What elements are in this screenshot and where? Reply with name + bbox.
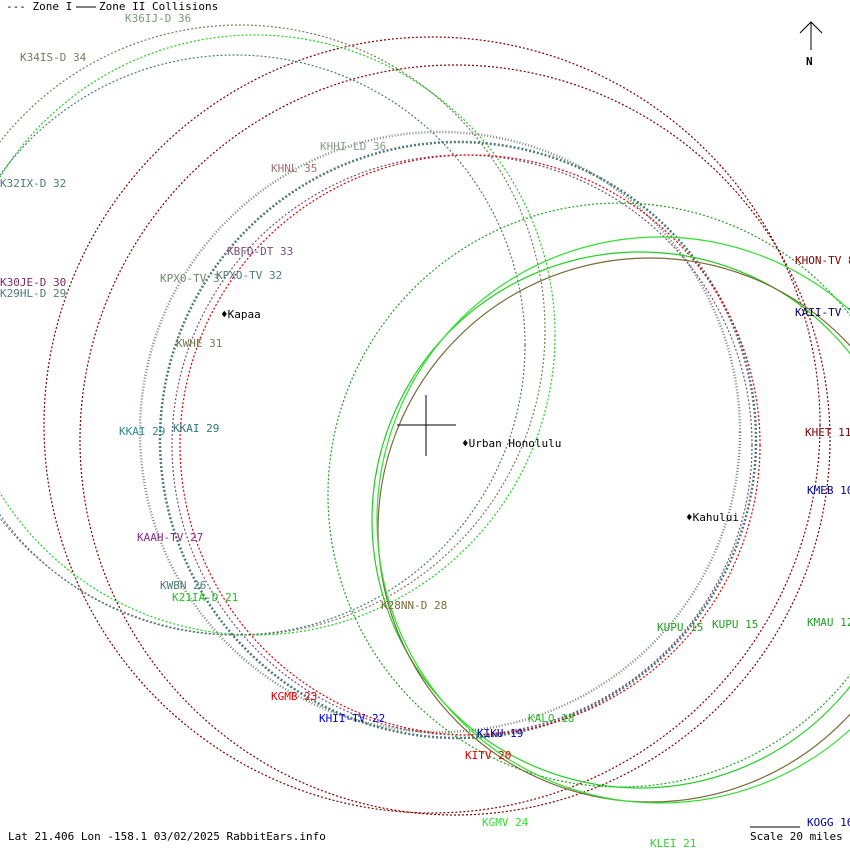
station-label[interactable]: KAAH-TV 27 <box>137 531 204 544</box>
footer-info: Lat 21.406 Lon -158.1 03/02/2025 RabbitE… <box>8 830 326 843</box>
station-label[interactable]: K28NN-D 28 <box>381 599 448 612</box>
contour-k32ix <box>0 54 526 636</box>
station-label[interactable]: K29HL-D 29 <box>0 287 67 300</box>
contour-kitv <box>179 154 761 736</box>
station-label[interactable]: K36IJ-D 36 <box>125 12 192 25</box>
contour-k34is <box>0 24 546 636</box>
station-label[interactable]: KMAU 12 <box>807 616 850 629</box>
station-label[interactable]: K32IX-D 32 <box>0 177 67 190</box>
station-label[interactable]: KPXO-TV 3 <box>160 272 220 285</box>
station-label[interactable]: K34IS-D 34 <box>20 51 87 64</box>
station-label[interactable]: KAII-TV 7 <box>795 306 850 319</box>
station-label[interactable]: KITV 20 <box>465 749 512 762</box>
contour-khhi <box>138 130 742 734</box>
contour-klei <box>376 236 850 804</box>
legend-zone1: --- Zone I <box>6 0 73 13</box>
contour-kupu <box>327 202 850 788</box>
contour-kpxo <box>158 140 758 740</box>
station-label[interactable]: K30JE-D 30 <box>0 276 67 289</box>
station-label[interactable]: KWHE 31 <box>176 337 223 350</box>
contour-kbfd <box>171 154 753 736</box>
map-center-crosshair <box>397 395 456 456</box>
station-label[interactable]: KHII-TV 22 <box>319 712 386 725</box>
station-label[interactable]: KHON-TV 8 <box>795 254 850 267</box>
city-kahului: ♦Kahului <box>686 511 739 524</box>
station-label[interactable]: KALO 18 <box>528 712 575 725</box>
north-label: N <box>806 55 813 68</box>
station-label[interactable]: KOGG 16 <box>807 816 850 829</box>
city-kapaa: ♦Kapaa <box>221 308 261 321</box>
contour-k36ij <box>0 34 556 636</box>
city-label: Urban Honolulu <box>468 437 562 450</box>
station-label[interactable]: KBFD-DT 33 <box>227 245 294 258</box>
contour-khon <box>43 36 821 814</box>
city-honolulu: ♦Urban Honolulu <box>462 437 562 450</box>
station-label[interactable]: KKAI 29 <box>173 422 220 435</box>
station-label[interactable]: KHHI-LD 36 <box>320 140 387 153</box>
station-label[interactable]: KMEB 10 <box>807 484 850 497</box>
contour-khet <box>79 64 831 816</box>
station-label[interactable]: KWBN 26 <box>160 579 207 592</box>
contour-k28nn <box>377 257 850 803</box>
station-label[interactable]: KKAI 29 <box>119 425 166 438</box>
legend-zone2: Zone II Collisions <box>99 0 219 13</box>
city-label: Kahului <box>692 511 739 524</box>
station-label[interactable]: KGMB 23 <box>271 690 318 703</box>
station-label[interactable]: KUPU 15 <box>712 618 759 631</box>
station-label[interactable]: KGMV 24 <box>482 816 529 829</box>
station-label[interactable]: KPXO-TV 32 <box>216 269 283 282</box>
station-label[interactable]: KIKU 19 <box>477 727 524 740</box>
station-label[interactable]: KUPU 15 <box>657 621 704 634</box>
station-label[interactable]: KHET 11 <box>805 426 850 439</box>
station-label[interactable]: K21IA-D 21 <box>172 591 239 604</box>
scale-label: Scale 20 miles <box>750 830 843 843</box>
contour-kgmv <box>371 251 850 789</box>
north-arrow-icon <box>799 21 823 50</box>
station-label[interactable]: KHNL 35 <box>271 162 318 175</box>
city-label: Kapaa <box>227 308 261 321</box>
station-label[interactable]: KLEI 21 <box>650 837 697 850</box>
